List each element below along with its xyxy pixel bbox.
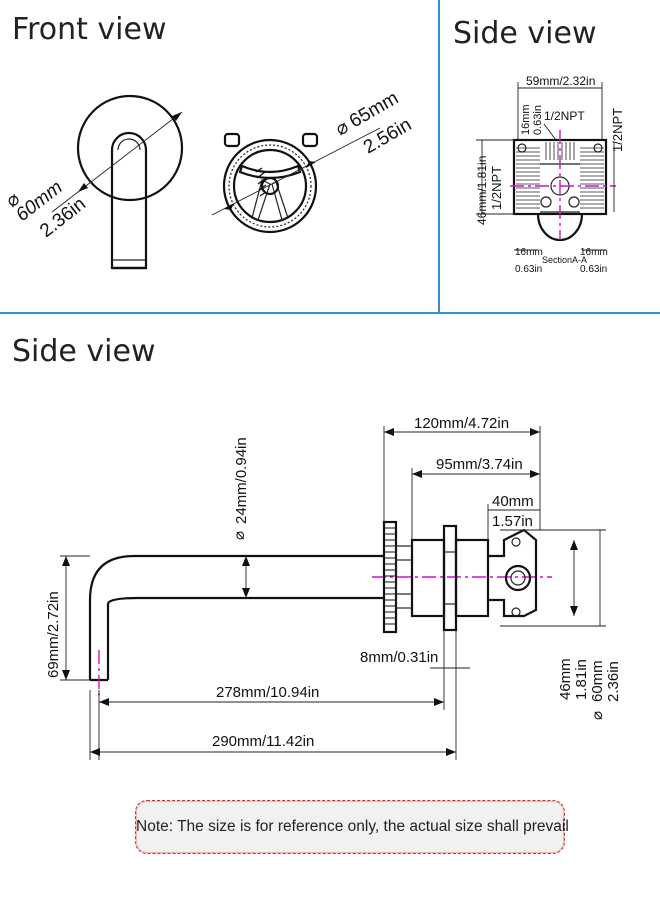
- front-view-title: Front view: [12, 12, 167, 47]
- valve-top-offset-mm: 16mm: [520, 104, 532, 135]
- valve-section-label: SectionA-A: [542, 255, 587, 265]
- valve-bottom-right-in: 0.63in: [580, 264, 607, 275]
- plate-thickness: 8mm/0.31in: [360, 649, 438, 666]
- overall-length: 290mm/11.42in: [212, 733, 314, 750]
- spout-height: 69mm/2.72in: [45, 591, 62, 678]
- pipe-diameter: 24mm/0.94in: [233, 437, 250, 524]
- valve-height-in: 1.81in: [573, 659, 590, 700]
- depth-total: 120mm/4.72in: [414, 415, 509, 432]
- valve-top-offset-in: 0.63in: [532, 105, 544, 135]
- valve-body-side: [410, 524, 538, 632]
- depth-body: 95mm/3.74in: [436, 456, 523, 473]
- spout-pipe: [88, 554, 384, 680]
- valve-bottom-left-in: 0.63in: [515, 264, 542, 275]
- spout-reach: 278mm/10.94in: [216, 684, 319, 701]
- plate-dia-in: 2.36in: [605, 661, 622, 702]
- plate-dia-mm: 60mm: [589, 660, 606, 702]
- valve-bottom-right-mm: 16mm: [580, 247, 608, 258]
- valve-height-mm: 46mm: [557, 658, 574, 700]
- side-view-main-title: Side view: [12, 334, 156, 369]
- valve-right-thread: 1/2NPT: [610, 108, 625, 152]
- svg-text:⌀: ⌀: [231, 531, 248, 540]
- svg-text:⌀: ⌀: [589, 711, 606, 720]
- front-dia-leader: [51, 111, 183, 213]
- valve-top-thread: 1/2NPT: [544, 109, 585, 123]
- reference-note: Note: The size is for reference only, th…: [135, 800, 569, 854]
- front-view-drawing: 60mm ⌀ 2.36in ⌀ 65mm 2.56in: [2, 88, 415, 270]
- valve-left-thread: 1/2NPT: [489, 166, 504, 210]
- valve-width: 59mm/2.32in: [526, 74, 595, 88]
- front-plate-outline: [76, 94, 184, 202]
- horizontal-divider: [0, 312, 660, 314]
- knurled-handle: [382, 520, 413, 634]
- vertical-divider: [438, 0, 440, 312]
- side-view-top-title: Side view: [453, 16, 597, 51]
- handle-drawing: [222, 132, 319, 234]
- valve-width-in: 1.57in: [492, 513, 533, 530]
- valve-bottom-left-mm: 16mm: [515, 247, 543, 258]
- valve-section-drawing: 59mm/2.32in 16mm: [475, 74, 625, 275]
- front-spout: [110, 131, 148, 270]
- valve-width-mm: 40mm: [492, 493, 534, 510]
- handle-dia-leader: [211, 127, 381, 216]
- valve-height: 46mm/1.81in: [475, 156, 489, 225]
